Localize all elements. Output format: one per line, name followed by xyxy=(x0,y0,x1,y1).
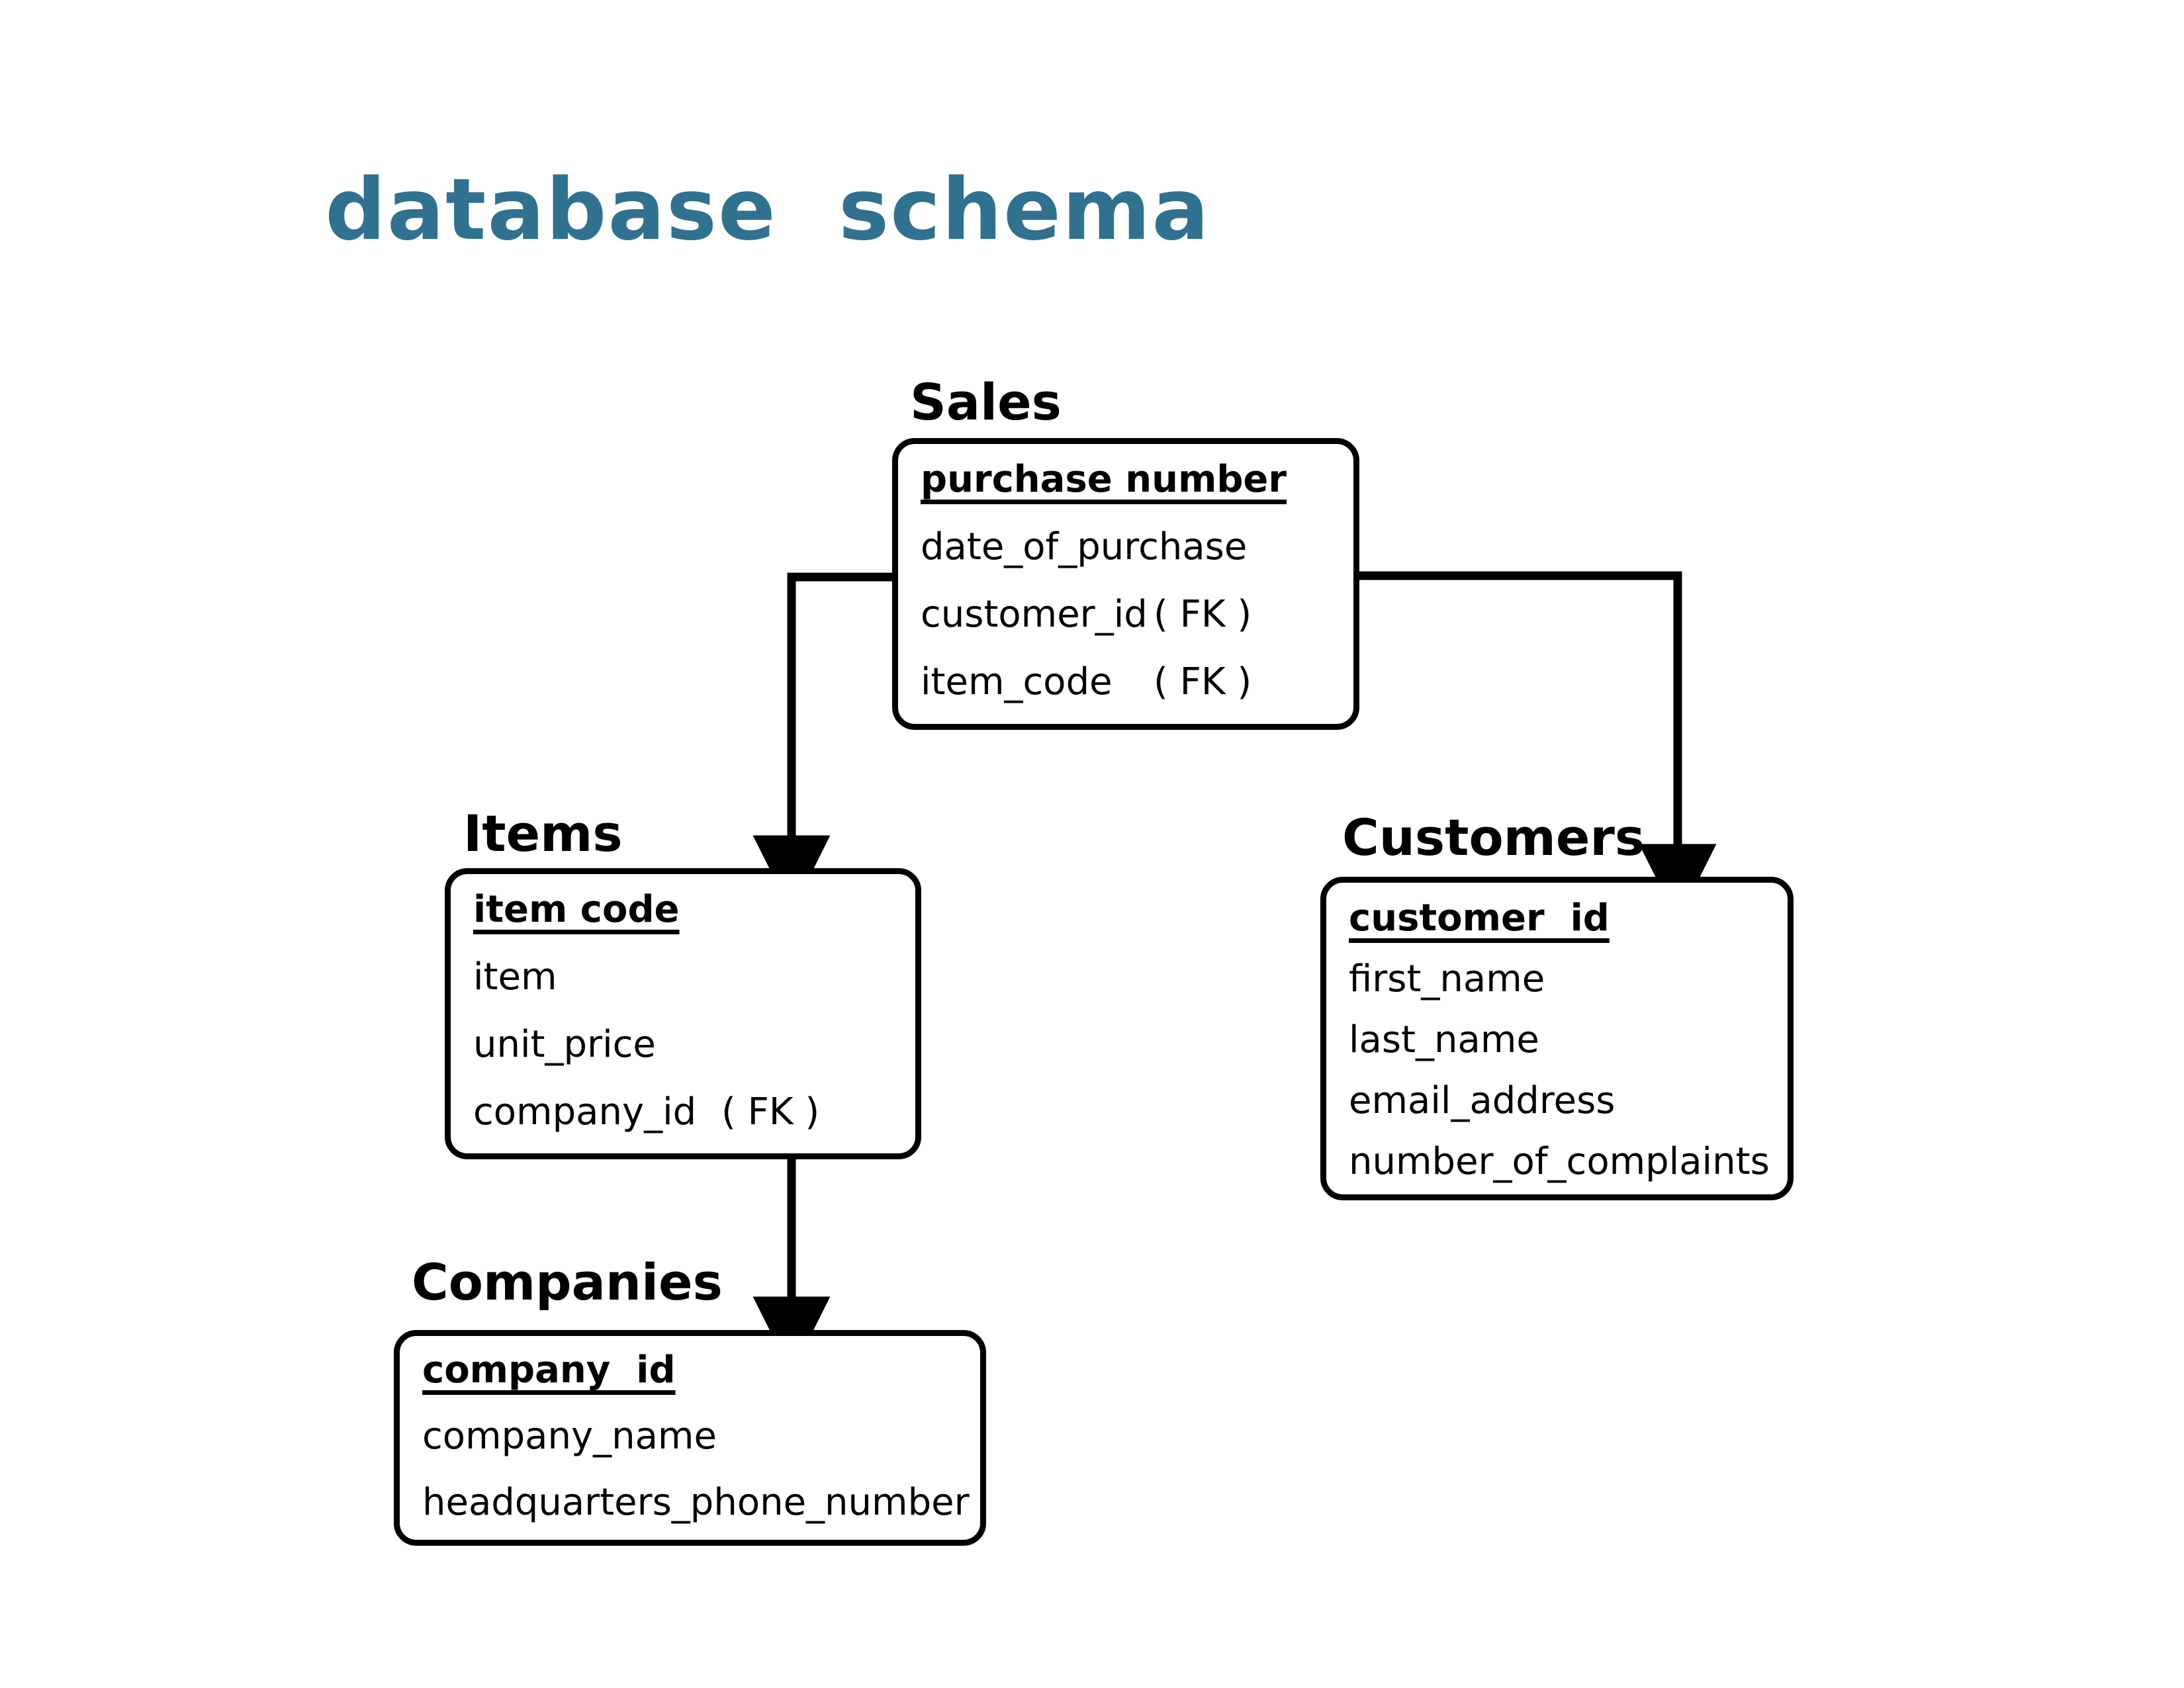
entity-title-sales: Sales xyxy=(910,373,1062,431)
field-row[interactable]: date_of_purchase xyxy=(921,529,1331,566)
field-name: company id xyxy=(422,1349,676,1392)
field-foreign-key-marker: ( FK ) xyxy=(1154,660,1252,703)
field-foreign-key-marker: ( FK ) xyxy=(1154,593,1252,636)
field-row[interactable]: unit_price xyxy=(473,1026,893,1063)
entity-box-items[interactable]: item code item unit_price company_id ( F… xyxy=(445,868,921,1159)
entity-box-sales[interactable]: purchase number date_of_purchase custome… xyxy=(892,438,1359,730)
field-name: company_name xyxy=(422,1415,717,1458)
connector-sales-customers xyxy=(1359,571,1717,922)
field-row[interactable]: customer_id ( FK ) xyxy=(921,596,1331,633)
field-row[interactable]: first_name xyxy=(1349,961,1765,998)
field-name: purchase number xyxy=(921,458,1287,501)
field-row[interactable]: purchase number xyxy=(921,461,1331,498)
field-name: item code xyxy=(473,888,680,931)
field-row[interactable]: customer id xyxy=(1349,900,1765,937)
field-name: first_name xyxy=(1349,957,1545,1000)
field-name: headquarters_phone_number xyxy=(422,1481,970,1524)
field-name: date_of_purchase xyxy=(921,525,1248,568)
field-name: item xyxy=(473,955,557,999)
field-name: email_address xyxy=(1349,1079,1615,1122)
field-name: item_code xyxy=(921,660,1113,703)
field-row[interactable]: company id xyxy=(422,1352,958,1389)
field-foreign-key-marker: ( FK ) xyxy=(721,1090,820,1133)
field-row[interactable]: item code xyxy=(473,891,893,928)
field-name: number_of_complaints xyxy=(1349,1140,1770,1183)
field-row[interactable]: number_of_complaints xyxy=(1349,1143,1770,1180)
field-name: last_name xyxy=(1349,1018,1539,1061)
entity-title-companies: Companies xyxy=(412,1253,723,1311)
page-title: database schema xyxy=(325,161,1210,259)
entity-title-customers: Customers xyxy=(1342,808,1645,867)
field-row[interactable]: email_address xyxy=(1349,1083,1765,1120)
field-name: customer_id xyxy=(921,593,1148,636)
field-row[interactable]: company_name xyxy=(422,1418,958,1455)
field-row[interactable]: headquarters_phone_number xyxy=(422,1484,970,1521)
entity-title-items: Items xyxy=(463,804,623,863)
field-row[interactable]: item xyxy=(473,959,893,996)
field-name: company_id xyxy=(473,1090,697,1133)
field-row[interactable]: item_code ( FK ) xyxy=(921,664,1331,701)
field-name: customer id xyxy=(1349,897,1610,940)
connector-sales-items xyxy=(752,572,892,913)
field-row[interactable]: company_id ( FK ) xyxy=(473,1094,893,1131)
field-row[interactable]: last_name xyxy=(1349,1022,1765,1059)
field-name: unit_price xyxy=(473,1023,656,1066)
entity-box-customers[interactable]: customer id first_name last_name email_a… xyxy=(1320,877,1794,1200)
entity-box-companies[interactable]: company id company_name headquarters_pho… xyxy=(394,1330,986,1546)
